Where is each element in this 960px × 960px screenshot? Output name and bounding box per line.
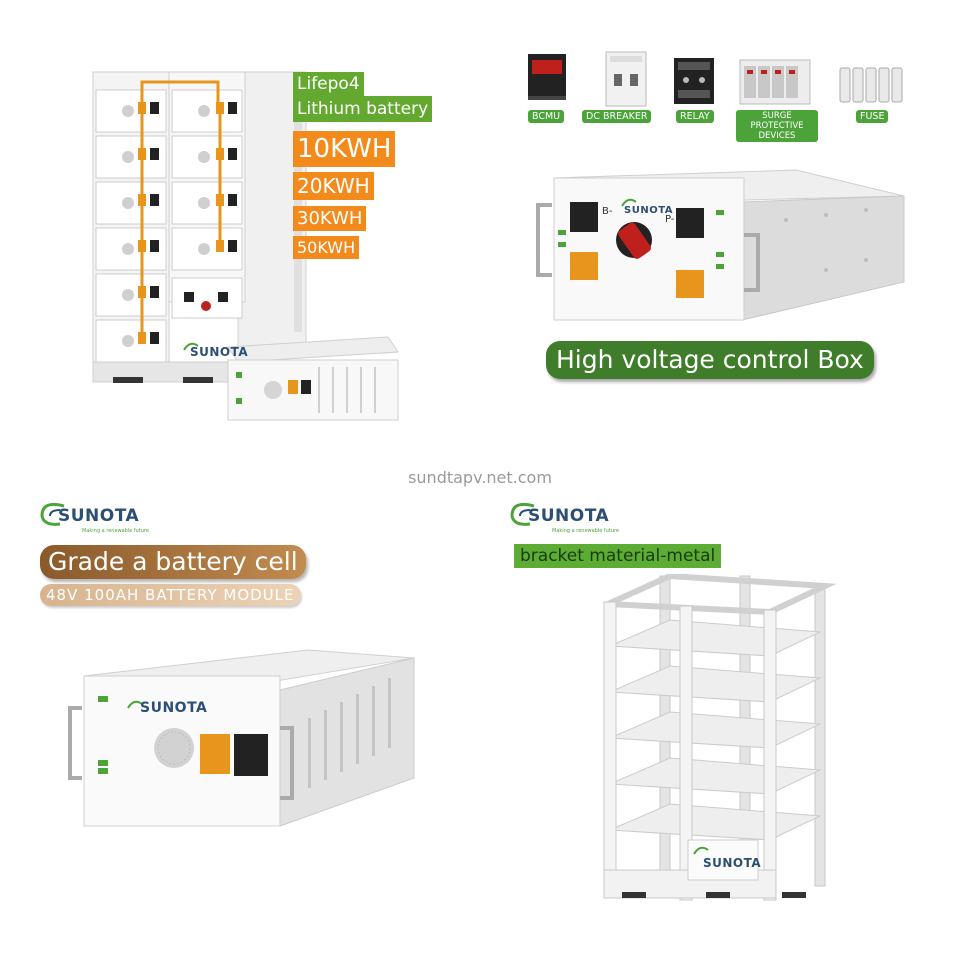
component-bcmu	[522, 50, 572, 110]
label-fuse: FUSE	[856, 110, 889, 123]
capacity-10kwh: 10KWH	[293, 131, 396, 167]
battery-module-illustration	[68, 649, 415, 827]
component-surge-protective-devices	[736, 52, 814, 108]
battery-module-image	[58, 648, 418, 828]
battery-rack-image	[88, 62, 408, 432]
relay-icon	[674, 58, 714, 104]
bracket-logo: SUNOTA	[703, 856, 762, 870]
bracket-material-title: bracket material-metal	[514, 544, 722, 568]
control-box-logo: SUNOTA	[624, 205, 673, 216]
surge-protector-icon	[739, 59, 811, 105]
rack-logo: SUNOTA	[190, 345, 249, 359]
b-minus-marking: B-	[602, 206, 613, 217]
battery-module-subtitle: 48V 100AH BATTERY MODULE	[40, 584, 301, 606]
lithium-battery-label: Lithium battery	[293, 96, 433, 122]
p-marking-top: P-	[665, 214, 675, 225]
bl-logo-text: SUNOTA	[58, 506, 140, 526]
website-watermark: sundtapv.net.com	[408, 468, 552, 487]
sunota-swoosh-icon-2	[510, 502, 535, 526]
metal-bracket-illustration	[603, 572, 837, 901]
br-logo-text: SUNOTA	[528, 506, 610, 526]
label-relay: RELAY	[676, 110, 714, 123]
component-relay	[668, 52, 720, 108]
bl-logo: SUNOTA Making a renewable future	[38, 498, 158, 538]
high-voltage-control-box-title: High voltage control Box	[546, 341, 874, 379]
bcmu-icon	[528, 54, 566, 100]
br-logo-tagline: Making a renewable future	[552, 528, 619, 534]
label-surge-protective-devices: SURGE PROTECTIVE DEVICES	[736, 110, 818, 142]
bl-logo-tagline: Making a renewable future	[82, 528, 149, 534]
battery-rack-illustration	[92, 71, 399, 421]
component-fuse	[836, 62, 908, 108]
battery-module-logo: SUNOTA	[140, 700, 208, 716]
label-bcmu: BCMU	[528, 110, 565, 123]
component-dc-breaker	[596, 48, 656, 110]
capacity-50kwh: 50KWH	[293, 236, 360, 259]
capacity-30kwh: 30KWH	[293, 206, 367, 231]
control-box-illustration: B- P-	[536, 169, 905, 321]
label-dc-breaker: DC BREAKER	[582, 110, 652, 123]
lifepo4-label: Lifepo4	[293, 72, 364, 96]
fuse-icon	[839, 67, 903, 103]
br-logo: SUNOTA Making a renewable future	[508, 498, 628, 538]
capacity-20kwh: 20KWH	[293, 172, 374, 200]
metal-bracket-image	[600, 572, 837, 910]
dc-breaker-icon	[605, 51, 647, 107]
high-voltage-control-box-image: B- P-	[526, 160, 926, 335]
grade-a-battery-cell-title: Grade a battery cell	[40, 545, 306, 579]
sunota-swoosh-icon	[40, 502, 65, 526]
